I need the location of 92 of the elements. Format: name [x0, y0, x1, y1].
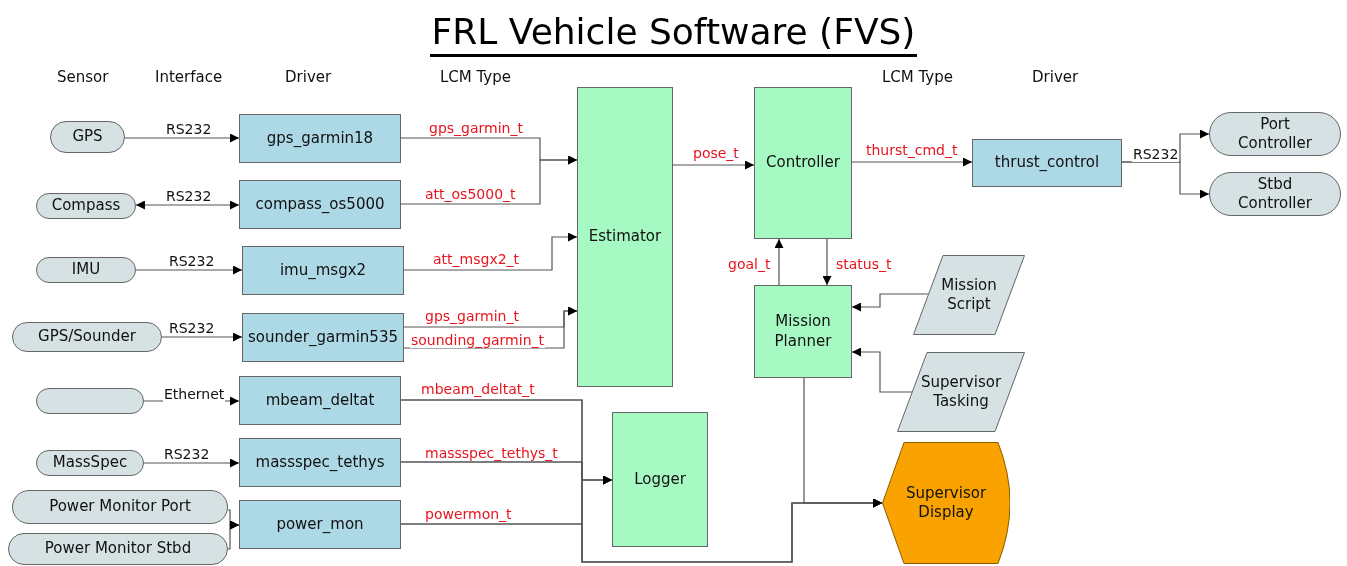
edge-label: massspec_tethys_t — [424, 445, 559, 461]
driver-box — [239, 114, 401, 163]
edge-label: RS232 — [1132, 146, 1180, 162]
edge-label: RS232 — [163, 446, 211, 462]
sensor-pill — [1209, 112, 1341, 156]
diagram-title: FRL Vehicle Software (FVS) — [429, 10, 918, 57]
process-box — [612, 412, 708, 547]
sensor-pill — [36, 450, 144, 476]
arrow — [851, 347, 913, 393]
arrow — [822, 238, 832, 286]
edge-label: thurst_cmd_t — [865, 142, 959, 158]
edge-label: mbeam_deltat_t — [420, 381, 536, 397]
process-box — [754, 87, 852, 239]
node-label: Supervisor Tasking — [919, 372, 1003, 412]
arrow — [143, 458, 240, 468]
node-label: mbeam_deltat — [264, 390, 376, 411]
sensor-pill — [8, 533, 228, 565]
input-parallelogram — [897, 352, 1025, 432]
edge-label: att_msgx2_t — [432, 251, 521, 267]
sensor-pill — [12, 322, 162, 352]
column-header: Interface — [155, 68, 223, 86]
sensor-pill — [36, 193, 136, 219]
input-parallelogram — [913, 255, 1025, 335]
edge-label: sounding_garmin_t — [410, 332, 545, 348]
driver-box — [239, 376, 401, 425]
edge-label: goal_t — [727, 256, 772, 272]
edge-label: pose_t — [692, 145, 740, 161]
arrow — [400, 155, 578, 205]
node-label: Logger — [633, 469, 687, 490]
sensor-pill — [36, 388, 144, 414]
driver-box — [242, 313, 404, 362]
node-label: Power Monitor Port — [48, 497, 192, 517]
driver-box — [242, 246, 404, 295]
edge-label: RS232 — [165, 121, 213, 137]
node-label: thrust_control — [993, 153, 1101, 173]
driver-box — [239, 500, 401, 549]
edge-label: Ethernet — [163, 386, 226, 402]
driver-box — [239, 438, 401, 487]
node-label: Mission Planner — [773, 312, 833, 351]
node-label: Controller — [765, 153, 841, 173]
edge-label: powermon_t — [424, 506, 513, 522]
edge-label: RS232 — [168, 253, 216, 269]
arrow — [1121, 161, 1210, 199]
arrow — [672, 160, 755, 170]
node-label: imu_msgx2 — [278, 260, 368, 281]
sensor-pill — [36, 257, 136, 283]
process-box — [577, 87, 673, 387]
arrow — [803, 377, 883, 508]
arrow — [135, 265, 243, 275]
arrow — [403, 232, 578, 271]
driver-box — [972, 139, 1122, 187]
node-label: compass_os5000 — [254, 194, 386, 215]
arrow — [851, 293, 929, 312]
node-label: Stbd Controller — [1237, 174, 1313, 214]
node-label: power_mon — [275, 514, 365, 535]
process-box — [754, 285, 852, 378]
edge-label: gps_garmin_t — [428, 120, 524, 136]
node-label: massspec_tethys — [254, 452, 386, 473]
sensor-pill — [12, 490, 228, 524]
arrow — [403, 306, 578, 349]
arrow — [227, 520, 240, 550]
node-label: Power Monitor Stbd — [43, 539, 193, 559]
column-header: Sensor — [57, 68, 109, 86]
node-label: Supervisor Display — [904, 483, 988, 523]
sensor-pill — [50, 121, 125, 153]
column-header: LCM Type — [440, 68, 511, 86]
arrow — [774, 238, 784, 286]
edge-label: status_t — [835, 256, 893, 272]
sensor-pill — [1209, 172, 1341, 216]
node-label: Port Controller — [1237, 114, 1313, 154]
arrow — [135, 200, 240, 210]
edge-label: gps_garmin_t — [424, 308, 520, 324]
column-header: Driver — [1032, 68, 1079, 86]
node-label: Mission Script — [940, 275, 998, 315]
node-label: GPS — [71, 127, 104, 147]
arrow — [161, 332, 243, 342]
arrow — [124, 133, 240, 143]
edge-label: RS232 — [168, 320, 216, 336]
node-label: sounder_garmin535 — [247, 327, 399, 348]
edge-label: RS232 — [165, 188, 213, 204]
column-header: LCM Type — [882, 68, 953, 86]
edge-label: att_os5000_t — [424, 186, 517, 202]
node-label: IMU — [70, 260, 102, 280]
arrow — [851, 157, 973, 167]
display-hexagon — [882, 442, 1010, 564]
driver-box — [239, 180, 401, 229]
node-label: GPS/Sounder — [37, 327, 137, 347]
node-label: gps_garmin18 — [265, 128, 375, 149]
node-label: MassSpec — [51, 453, 129, 473]
column-header: Driver — [285, 68, 332, 86]
node-label: Estimator — [587, 227, 663, 247]
node-label: Compass — [50, 196, 122, 216]
